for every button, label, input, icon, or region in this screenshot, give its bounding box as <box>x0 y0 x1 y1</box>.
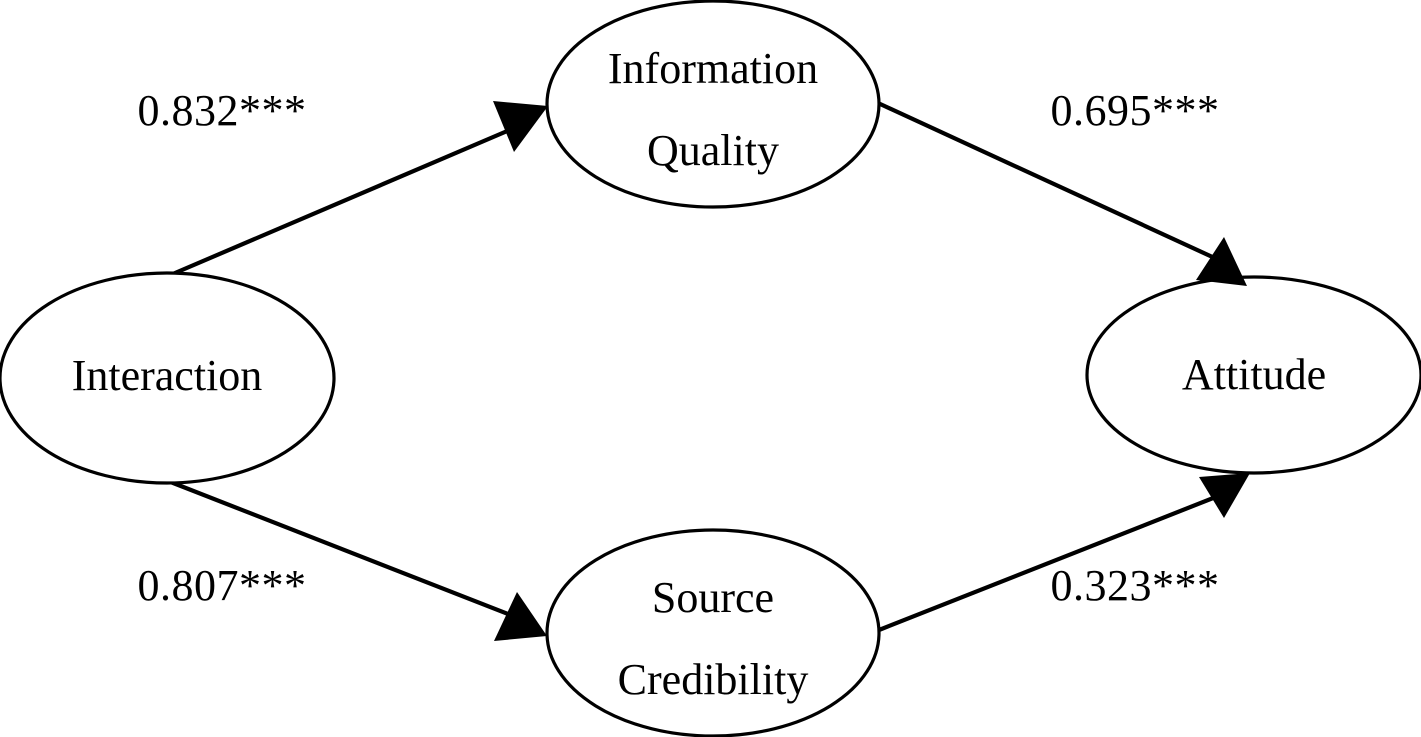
arrow-head-into-information-quality <box>493 101 548 152</box>
path-line-interaction-to-source-credibility <box>167 479 532 625</box>
coefficient-label-source-credibility-to-attitude: 0.323*** <box>1051 561 1220 610</box>
arrow-head-into-source-credibility <box>494 592 547 641</box>
node-ellipse-interaction[interactable] <box>0 271 336 485</box>
coefficient-label-interaction-to-source-credibility: 0.807*** <box>138 561 307 610</box>
node-ellipse-information-quality[interactable] <box>545 0 881 209</box>
path-line-information-quality-to-attitude <box>877 101 1233 268</box>
node-label-source-credibility-line1: Source <box>652 573 774 622</box>
arrow-head-into-attitude-from-information-quality <box>1196 237 1247 286</box>
node-ellipse-attitude[interactable] <box>1085 275 1421 475</box>
node-ellipse-source-credibility[interactable] <box>545 528 881 737</box>
node-label-information-quality-line2: Quality <box>647 126 779 175</box>
path-line-interaction-to-information-quality <box>167 118 534 278</box>
coefficient-label-interaction-to-information-quality: 0.832*** <box>138 86 307 135</box>
arrow-head-into-attitude-from-source-credibility <box>1199 473 1250 518</box>
coefficient-label-information-quality-to-attitude: 0.695*** <box>1051 86 1220 135</box>
node-label-interaction: Interaction <box>72 351 263 400</box>
node-label-information-quality-line1: Information <box>608 44 818 93</box>
node-label-source-credibility-line2: Credibility <box>618 655 809 704</box>
node-label-attitude: Attitude <box>1182 350 1326 399</box>
path-line-source-credibility-to-attitude <box>878 487 1237 632</box>
